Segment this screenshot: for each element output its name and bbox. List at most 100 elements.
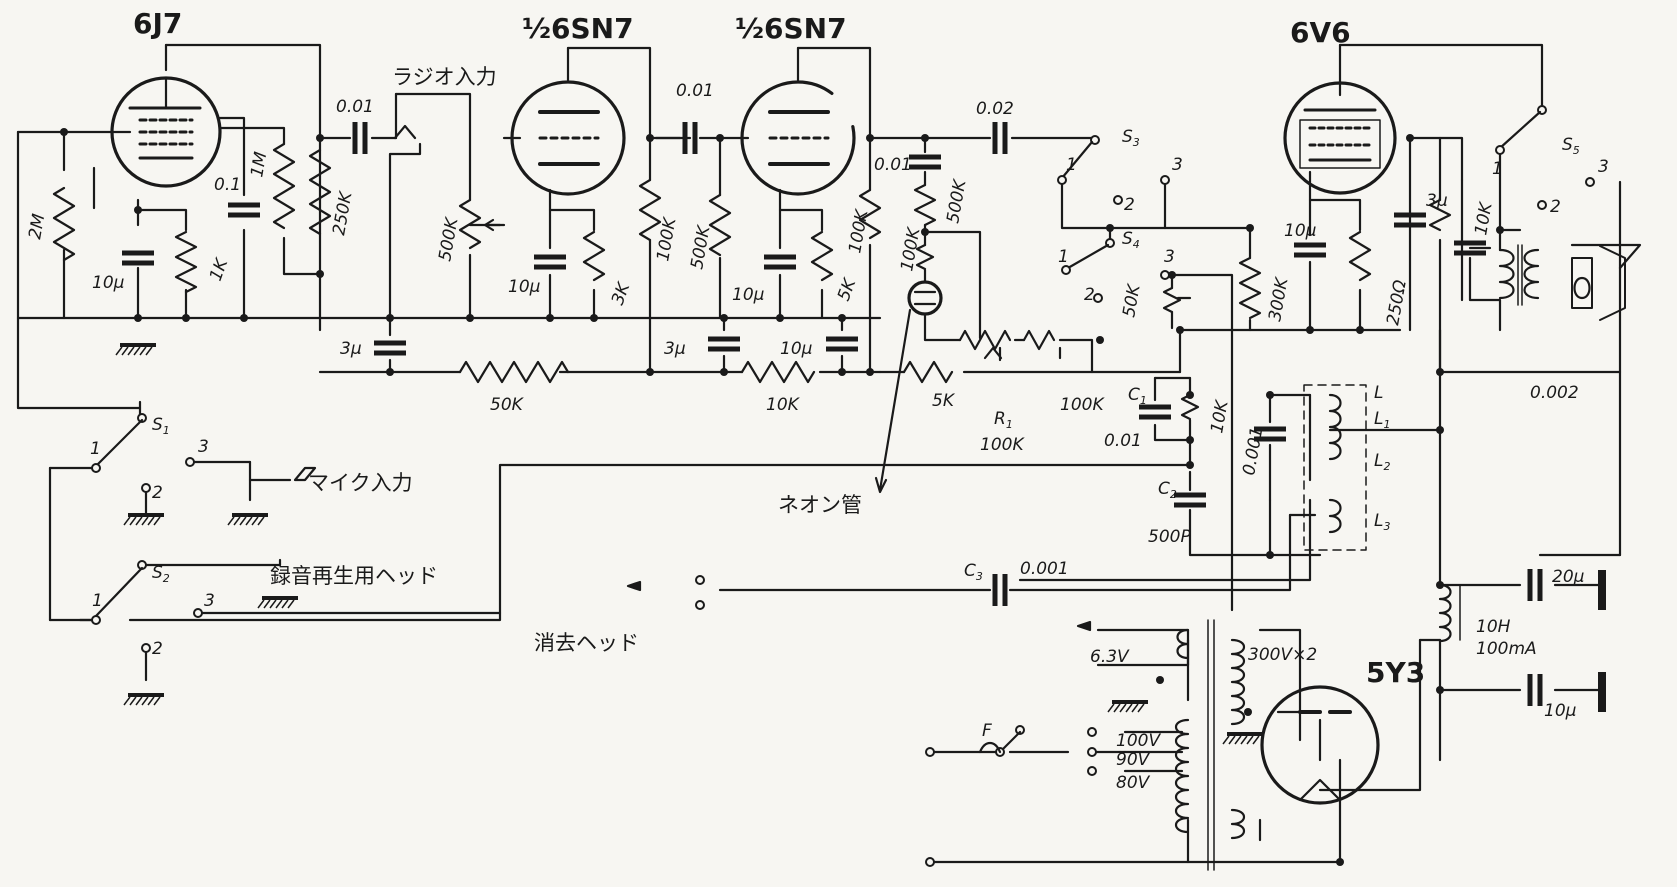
tube-labels: 6J7 ½6SN7 ½6SN7 6V6 5Y3	[133, 7, 1425, 689]
component-values: 0.01 0.1 1M 2 50K 2M 10μ 1K 0.01 500K 10μ…	[25, 81, 1584, 793]
label-s4: S4	[1122, 229, 1140, 251]
potentiometer-arrows	[483, 218, 1192, 362]
label-s3: S3	[1122, 127, 1140, 149]
val-fuse: F	[982, 721, 992, 741]
label-6sn7-b: ½6SN7	[735, 12, 847, 45]
neon-lamp	[874, 280, 943, 494]
ground-symbols	[114, 343, 1606, 746]
val-r1val: 100K	[980, 435, 1025, 455]
val-choke2: 100mA	[1476, 639, 1537, 659]
val-c0002: 0.002	[1530, 383, 1579, 403]
val-c10e: 10μ	[1284, 221, 1317, 241]
label-6v6: 6V6	[1290, 16, 1351, 49]
switch-labels: S1 S2 S3 S4 S5 1 2 3 1 2 3 1 2 3 1 2 3 1…	[90, 127, 1609, 659]
val-v80: 80V	[1116, 773, 1151, 793]
resistors	[52, 142, 1452, 421]
val-r2m: 2M	[25, 212, 49, 241]
val-lL3: L3	[1374, 511, 1390, 533]
val-r5ka: 5K	[834, 274, 861, 303]
val-r500kb: 500K	[687, 223, 715, 271]
val-r500ka: 500K	[435, 215, 463, 263]
val-r100ka: 100K	[653, 215, 681, 263]
val-r10kb: 10K	[1471, 199, 1497, 237]
s3-pos1: 1	[1066, 155, 1077, 175]
label-5y3: 5Y3	[1366, 656, 1425, 689]
japanese-notes: ラジオ入力 マイク入力 録音再生用ヘッド 消去ヘッド ネオン管	[270, 65, 862, 655]
val-choke1: 10H	[1476, 617, 1511, 637]
note-radio-input: ラジオ入力	[392, 65, 497, 89]
s4-pos2: 2	[1084, 285, 1095, 305]
label-s2: S2	[152, 563, 170, 585]
speaker-icon	[1570, 243, 1642, 321]
val-c2val: 500P	[1148, 527, 1191, 547]
val-c01: 0.1	[214, 175, 241, 195]
s5-pos2: 2	[1550, 197, 1561, 217]
s1-pos3: 3	[198, 437, 209, 457]
label-6j7: 6J7	[133, 7, 182, 40]
val-r5kb: 5K	[932, 391, 956, 411]
wiring	[16, 43, 1622, 864]
val-c10d: 10μ	[780, 339, 813, 359]
val-c001a: 0.01	[336, 97, 374, 117]
val-v90: 90V	[1116, 750, 1151, 770]
val-lL2: L2	[1374, 451, 1390, 473]
tube-6j7-symbol	[110, 76, 222, 188]
val-c001n: 0.01	[874, 155, 912, 175]
val-r250: 250Ω	[1383, 279, 1411, 327]
val-r300k: 300K	[1265, 275, 1293, 323]
val-c3name: C3	[964, 561, 983, 583]
tube-6sn7b-symbol	[740, 80, 856, 196]
val-c3a: 3μ	[340, 339, 362, 359]
label-s5: S5	[1562, 135, 1580, 157]
val-c0001a: 0.001	[1239, 425, 1267, 476]
val-r100kb: 100K	[845, 207, 873, 255]
note-record-head: 録音再生用ヘッド	[270, 564, 438, 588]
val-c3c: 3μ	[1426, 191, 1448, 211]
val-lL1: L1	[1374, 409, 1390, 431]
val-r10kc: 10K	[1207, 397, 1233, 435]
val-r50ka: 50K	[490, 395, 525, 415]
val-v63: 6.3V	[1090, 647, 1130, 667]
val-v300: 300V×2	[1248, 645, 1317, 665]
val-c10a: 10μ	[92, 273, 125, 293]
val-r3k: 3K	[608, 278, 635, 307]
val-c3val: 0.001	[1020, 559, 1069, 579]
val-c001b: 0.01	[676, 81, 714, 101]
s4-pos3: 3	[1164, 247, 1175, 267]
coils	[1174, 244, 1540, 871]
val-r50kb: 50K	[1119, 281, 1145, 319]
s3-pos3: 3	[1172, 155, 1183, 175]
note-mic-input: マイク入力	[308, 471, 413, 495]
s2-pos2: 2	[152, 639, 163, 659]
val-r1k: 1K	[206, 254, 233, 283]
val-r10ka: 10K	[766, 395, 801, 415]
val-c1val: 0.01	[1104, 431, 1142, 451]
s5-pos1: 1	[1492, 159, 1503, 179]
label-s1: S1	[152, 415, 170, 437]
val-c10b: 10μ	[508, 277, 541, 297]
label-6sn7-a: ½6SN7	[522, 12, 634, 45]
val-r500kc: 500K	[943, 177, 971, 225]
note-neon-tube: ネオン管	[778, 493, 862, 517]
val-c002: 0.02	[976, 99, 1014, 119]
val-c1name: C1	[1128, 385, 1147, 407]
val-r1m: 1M	[247, 150, 271, 179]
tube-5y3-symbol	[1260, 685, 1380, 805]
s1-pos1: 1	[90, 439, 101, 459]
val-c3b: 3μ	[664, 339, 686, 359]
val-r1name: R1	[994, 409, 1013, 431]
s4-pos1: 1	[1058, 247, 1069, 267]
note-erase-head: 消去ヘッド	[534, 631, 639, 655]
val-c10c: 10μ	[732, 285, 765, 305]
val-v100: 100V	[1116, 731, 1161, 751]
val-c10f: 10μ	[1544, 701, 1577, 721]
s1-pos2: 2	[152, 483, 163, 503]
switches	[91, 105, 1595, 867]
s2-pos3: 3	[204, 591, 215, 611]
s3-pos2: 2	[1124, 195, 1135, 215]
tube-6sn7a-symbol	[510, 80, 626, 196]
val-c2name: C2	[1158, 479, 1177, 501]
val-lL: L	[1374, 383, 1383, 403]
tube-6v6-symbol	[1283, 81, 1397, 195]
